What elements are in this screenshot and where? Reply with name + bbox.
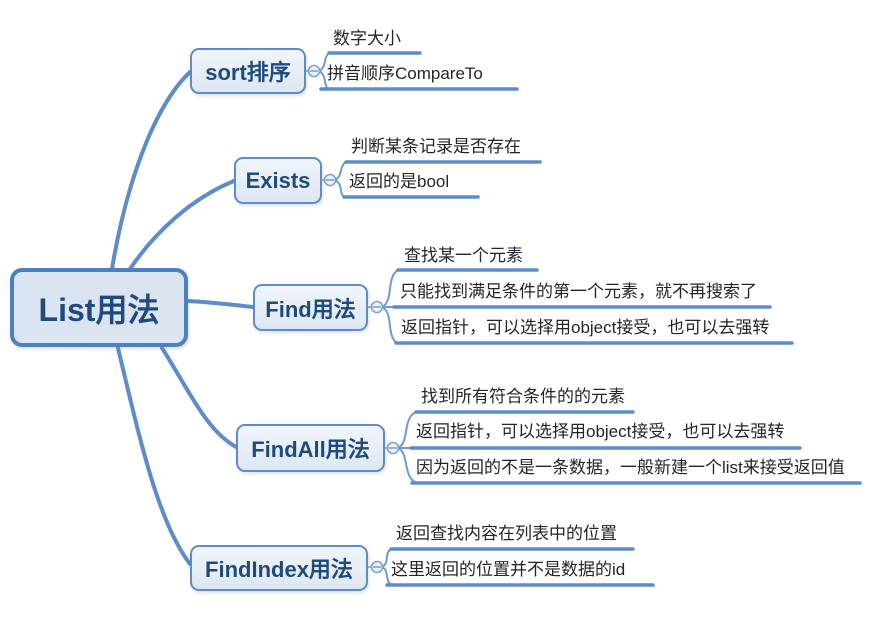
subtopic-findindex-1[interactable]: 返回查找内容在列表中的位置 [396,524,617,543]
connector-findall-child3 [397,447,418,484]
subtopic-exists-2[interactable]: 返回的是bool [349,172,450,191]
subtopic-findindex-2[interactable]: 这里返回的位置并不是数据的id [391,560,626,579]
subtopic-exists-1[interactable]: 判断某条记录是否存在 [351,137,521,156]
connector-root-sort [110,70,192,271]
connector-findindex-child1 [381,548,392,568]
branch-topic-findindex[interactable]: FindIndex用法 [190,545,368,591]
connector-find-child3 [381,306,398,344]
subtopic-findall-2[interactable]: 返回指针，可以选择用object接受，也可以去强转 [416,422,785,441]
connector-find-child1 [381,269,399,308]
connector-exists-child1 [334,161,347,181]
branch-topic-exists[interactable]: Exists [234,157,322,204]
connector-root-findindex [116,346,192,566]
subtopic-sort-2[interactable]: 拼音顺序CompareTo [327,64,483,83]
branch-topic-sort[interactable]: sort排序 [190,48,306,94]
subtopic-findall-1[interactable]: 找到所有符合条件的的元素 [421,387,625,406]
connector-root-find [186,299,255,309]
branch-topic-findall[interactable]: FindAll用法 [236,424,385,472]
connector-root-exists [128,179,236,271]
subtopic-find-2[interactable]: 只能找到满足条件的第一个元素，就不再搜索了 [400,282,757,301]
subtopic-sort-1[interactable]: 数字大小 [333,29,401,48]
connector-root-findall [160,346,238,449]
connector-exists-child2 [334,179,345,198]
connector-sort-child1 [318,52,330,72]
root-topic-list-usage[interactable]: List用法 [10,268,188,347]
subtopic-find-3[interactable]: 返回指针，可以选择用object接受，也可以去强转 [401,318,770,337]
subtopic-find-1[interactable]: 查找某一个元素 [404,246,523,265]
connector-findall-child1 [397,411,417,449]
subtopic-findall-3[interactable]: 因为返回的不是一条数据，一般新建一个list来接受返回值 [416,458,845,477]
branch-topic-find[interactable]: Find用法 [253,284,368,331]
